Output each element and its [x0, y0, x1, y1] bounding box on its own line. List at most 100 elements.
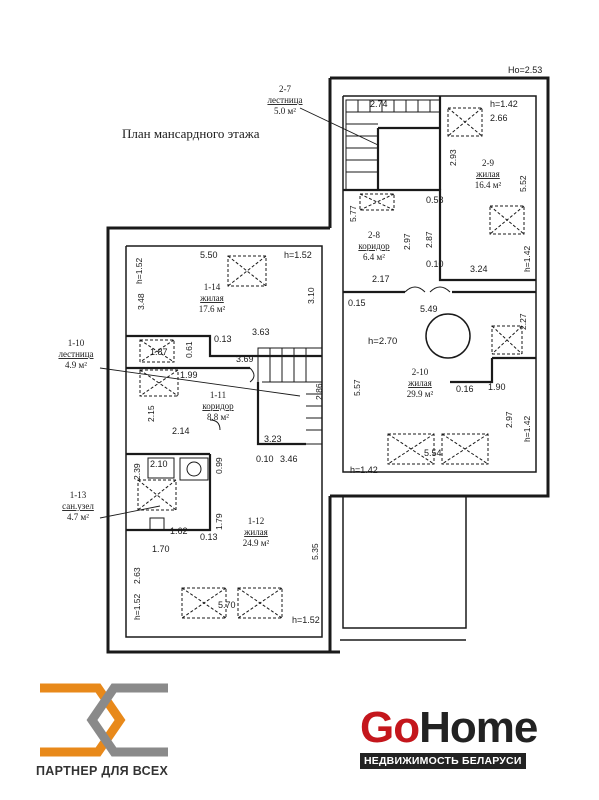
room-2-9-area: 16.4 м²	[475, 180, 502, 190]
room-2-7-area: 5.0 м²	[274, 106, 296, 116]
room-1-10-name: лестница	[58, 349, 93, 359]
room-1-11-name: коридор	[202, 401, 234, 411]
dim-label: 1.70	[152, 544, 170, 554]
room-2-8-name: коридор	[358, 241, 390, 251]
room-1-10-area: 4.9 м²	[65, 360, 87, 370]
dim-label: 0.99	[214, 457, 224, 474]
dim-label: 5.77	[348, 205, 358, 222]
dim-label: 0.16	[456, 384, 474, 394]
dim-label: 0.15	[348, 298, 366, 308]
dim-label: 2.93	[448, 149, 458, 166]
room-2-9-id: 2-9	[482, 158, 494, 168]
dim-label: 5.35	[310, 543, 320, 560]
dim-label: 5.57	[352, 379, 362, 396]
dim-label: 2.27	[518, 313, 528, 330]
room-1-14-id: 1-14	[204, 282, 221, 292]
room-1-14-area: 17.6 м²	[199, 304, 226, 314]
dim-label: 0.61	[184, 341, 194, 358]
dim-label: 0.10	[426, 259, 444, 269]
stair-2-7	[345, 99, 441, 191]
partitions	[126, 96, 536, 532]
dim-label: 2.97	[402, 233, 412, 250]
height-1-14: h=1.52	[284, 250, 312, 260]
dim-label: 2.39	[132, 463, 142, 480]
room-2-9-name: жилая	[475, 169, 500, 179]
partner-tagline: ПАРТНЕР ДЛЯ ВСЕХ	[36, 764, 169, 778]
room-2-10-area: 29.9 м²	[407, 389, 434, 399]
dim-label: 2.66	[490, 113, 508, 123]
dim-label: 1.62	[170, 526, 188, 536]
height-mark: Ho=2.53	[508, 65, 542, 75]
room-1-12-id: 1-12	[248, 516, 265, 526]
dim-label: 3.63	[252, 327, 270, 337]
dim-label: 0.10	[256, 454, 274, 464]
dim-label: 3.46	[280, 454, 298, 464]
room-2-10-name: жилая	[407, 378, 432, 388]
outer-walls	[106, 76, 550, 654]
height-1-12-vertical: h=1.52	[132, 593, 142, 620]
dim-label: 2.10	[150, 459, 168, 469]
room-1-12-name: жилая	[243, 527, 268, 537]
dim-label: 1.99	[180, 370, 198, 380]
room-2-7-id: 2-7	[279, 84, 291, 94]
partner-logo: ПАРТНЕР ДЛЯ ВСЕХ	[36, 680, 176, 790]
dim-label: 5.54	[424, 448, 442, 458]
dim-label: 1.87	[150, 347, 168, 357]
dim-label: 5.49	[420, 304, 438, 314]
bathroom-fixtures	[147, 457, 209, 531]
height-2-9-vertical: h=1.42	[522, 245, 532, 272]
dim-label: 2.63	[132, 567, 142, 584]
height-2-10-vertical: h=1.42	[522, 415, 532, 442]
dim-label: 3.69	[236, 354, 254, 364]
room-1-11-area: 8.8 м²	[207, 412, 229, 422]
gohome-brand: GoHome	[360, 705, 560, 751]
dim-label: 5.70	[218, 600, 236, 610]
dim-label: 3.48	[136, 293, 146, 310]
dim-label: 0.13	[200, 532, 218, 542]
room-1-12-area: 24.9 м²	[243, 538, 270, 548]
dim-label: 2.97	[504, 411, 514, 428]
dim-label: 2.86	[314, 383, 324, 400]
room-1-11-id: 1-11	[210, 390, 226, 400]
height-2-10: h=2.70	[368, 336, 397, 347]
dim-label: 2.74	[370, 99, 388, 109]
round-fixture	[425, 313, 471, 359]
brand-go: Go	[360, 703, 420, 752]
dim-label: 0.58	[426, 195, 444, 205]
dim-label: 1.79	[214, 513, 224, 530]
height-1-12: h=1.52	[292, 615, 320, 625]
dim-label: 3.23	[264, 434, 282, 444]
leader-lines	[99, 107, 379, 519]
height-2-9: h=1.42	[490, 99, 518, 109]
room-2-7-name: лестница	[267, 95, 302, 105]
room-1-10-id: 1-10	[68, 338, 85, 348]
dim-label: 2.14	[172, 426, 190, 436]
room-2-10-id: 2-10	[412, 367, 429, 377]
height-2-10-left: h=1.42	[350, 465, 378, 475]
stair-1-10	[257, 347, 323, 445]
dim-label: 2.15	[146, 405, 156, 422]
room-1-13-area: 4.7 м²	[67, 512, 89, 522]
room-2-8-id: 2-8	[368, 230, 380, 240]
dim-label: 1.90	[488, 382, 506, 392]
inner-outline	[125, 95, 537, 641]
dim-label: 2.17	[372, 274, 390, 284]
plan-title: План мансардного этажа	[122, 126, 260, 141]
dim-label: 0.13	[214, 334, 232, 344]
dim-label: 5.50	[200, 250, 218, 260]
dim-label: 2.87	[424, 231, 434, 248]
dim-label: 5.52	[518, 175, 528, 192]
dim-label: 3.10	[306, 287, 316, 304]
room-2-8-area: 6.4 м²	[363, 252, 385, 262]
gohome-logo: GoHome НЕДВИЖИМОСТЬ БЕЛАРУСИ	[360, 705, 560, 785]
door-marks	[209, 286, 451, 431]
room-1-14-name: жилая	[199, 293, 224, 303]
dim-label: 3.24	[470, 264, 488, 274]
partner-logo-mark	[40, 683, 168, 757]
brand-home: Home	[419, 703, 538, 752]
room-1-13-name: сан.узел	[62, 501, 94, 511]
height-1-14-vertical: h=1.52	[134, 257, 144, 284]
room-1-13-id: 1-13	[70, 490, 87, 500]
gohome-subtitle: НЕДВИЖИМОСТЬ БЕЛАРУСИ	[360, 753, 526, 769]
